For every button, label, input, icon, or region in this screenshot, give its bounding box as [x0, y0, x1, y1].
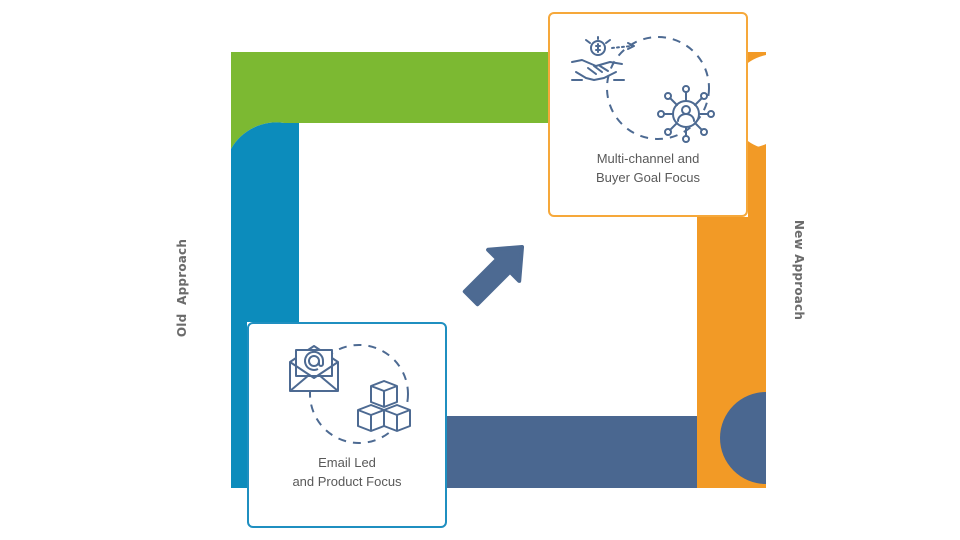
orange-tab-edge — [748, 52, 766, 55]
dashed-cycle-icon — [309, 344, 409, 444]
old-approach-card: Email Led and Product Focus — [247, 322, 447, 528]
network-person-icon — [657, 85, 715, 143]
email-envelope-icon — [289, 345, 339, 392]
blue-bar — [231, 122, 299, 394]
new-approach-label: New Approach — [792, 219, 806, 321]
new-approach-card: Multi-channel and Buyer Goal Focus — [548, 12, 748, 217]
green-bar — [231, 52, 548, 149]
new-approach-card-text: Multi-channel and Buyer Goal Focus — [595, 151, 701, 185]
blue-bar-bottom — [231, 394, 247, 488]
dashed-cycle-icon — [606, 36, 710, 140]
navy-bar — [447, 416, 697, 488]
old-approach-label: Old Approach — [175, 238, 189, 338]
arrow-up-right — [462, 244, 525, 307]
navy-tab — [720, 392, 766, 484]
handshake-dollar-icon — [571, 36, 635, 81]
old-approach-card-text: Email Led and Product Focus — [292, 455, 402, 489]
stacked-boxes-icon — [357, 380, 411, 432]
